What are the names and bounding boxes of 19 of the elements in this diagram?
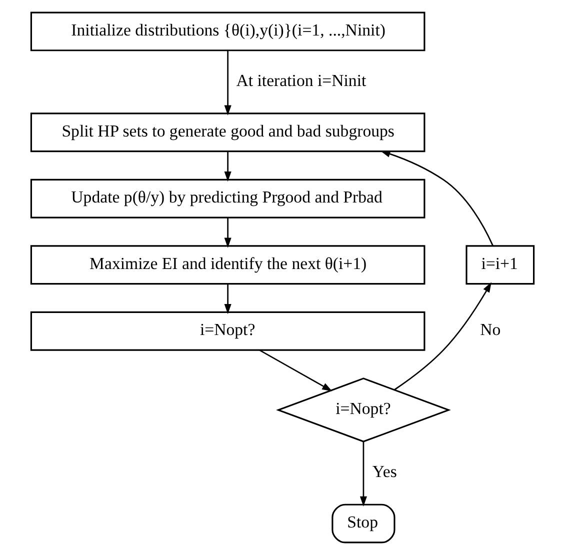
node-box: Maximize EI and identify the next θ(i+1) [30,245,426,285]
arrow [380,150,494,246]
node-box: i=Nopt? [30,311,426,351]
node-box: Update p(θ/y) by predicting Prgood and Prbad [30,178,426,218]
arrow [224,284,232,314]
arrow [394,282,492,390]
arrow [259,350,332,392]
arrow [224,218,232,248]
edge-label: No [480,320,501,340]
node-box: i=i+1 [466,245,535,285]
edge-label: At iteration i=Ninit [236,70,366,90]
arrow [360,442,367,506]
arrow [224,152,232,182]
node-diamond: i=Nopt? [276,378,451,442]
edge-label: Yes [372,462,397,482]
node-box: Split HP sets to generate good and bad subgroups [30,112,426,152]
arrow [224,50,232,116]
node-box: Stop [332,504,396,544]
node-box: Initialize distributions {θ(i),y(i)}(i=1, ...,Ninit) [30,12,426,52]
